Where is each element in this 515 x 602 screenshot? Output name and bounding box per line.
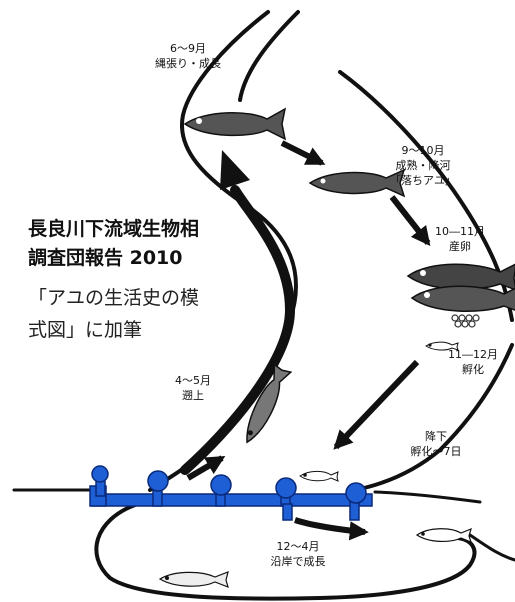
sea-loop bbox=[94, 503, 477, 601]
stage-period: 4〜5月 bbox=[175, 374, 211, 387]
arrow-upstream-small bbox=[186, 455, 226, 481]
stage-label-spawning: 10―11月 産卵 bbox=[420, 224, 500, 254]
larva-hatch bbox=[425, 341, 459, 351]
stage-desc: 産卵 bbox=[449, 240, 471, 253]
stage-label-coastal: 12〜4月 沿岸で成長 bbox=[253, 539, 343, 569]
stage-label-maturity: 9〜10月 成熟・降河 「落ちアユ」 bbox=[378, 143, 468, 188]
arrow-to-sea bbox=[294, 517, 369, 541]
stage-desc: 縄張り・成長 bbox=[155, 57, 221, 70]
coastline-far-right bbox=[468, 533, 515, 562]
stage-period: 降下 bbox=[425, 430, 447, 443]
stage-label-territory: 6〜9月 縄張り・成長 bbox=[133, 41, 243, 71]
upstream-arrow-shaft bbox=[180, 185, 296, 475]
stage-label-upstream: 4〜5月 遡上 bbox=[168, 373, 218, 403]
flow-arrows bbox=[186, 140, 431, 541]
stage-label-descent: 降下 孵化〜7日 bbox=[391, 429, 481, 459]
stage-desc: 孵化〜7日 bbox=[410, 445, 462, 458]
juvenile-sea bbox=[415, 527, 472, 544]
stage-desc: 沿岸で成長 bbox=[270, 555, 326, 568]
stage-desc: 遡上 bbox=[182, 389, 204, 402]
right-bank-upper bbox=[238, 10, 300, 102]
arrow-territory-to-maturity bbox=[280, 140, 326, 166]
fish-territory bbox=[183, 107, 287, 141]
arrow-hatch-to-descent bbox=[333, 359, 420, 450]
juvenile-coast bbox=[158, 571, 229, 588]
stage-period: 9〜10月 bbox=[401, 144, 445, 157]
eggs bbox=[451, 314, 480, 328]
stage-period: 10―11月 bbox=[435, 225, 485, 238]
larva-descent bbox=[299, 470, 339, 482]
caption-line-4: 式図」に加筆 bbox=[28, 319, 143, 341]
stage-desc: 孵化 bbox=[462, 363, 484, 376]
weir-gate-domes bbox=[91, 465, 367, 504]
stage-period: 12〜4月 bbox=[276, 540, 320, 553]
fish-upstream bbox=[246, 363, 293, 444]
weir-deck bbox=[91, 493, 373, 507]
caption-line-3: 「アユの生活史の模 bbox=[28, 287, 200, 309]
stage-period: 6〜9月 bbox=[170, 42, 206, 55]
stage-label-hatching: 11―12月 孵化 bbox=[438, 347, 508, 377]
caption-line-2: 調査団報告 2010 bbox=[28, 247, 183, 269]
stage-desc: 成熟・降河 bbox=[395, 159, 451, 172]
coastline-right bbox=[373, 490, 482, 504]
fish-group bbox=[158, 107, 515, 588]
arrow-maturity-to-spawning bbox=[389, 195, 431, 247]
stage-period: 11―12月 bbox=[448, 348, 498, 361]
fish-spawning-2 bbox=[410, 285, 515, 312]
right-bank-lower bbox=[353, 343, 514, 492]
fish-maturity bbox=[308, 168, 406, 198]
caption-line-1: 長良川下流域生物相 bbox=[28, 218, 200, 240]
stage-note: 「落ちアユ」 bbox=[390, 174, 456, 187]
upstream-arrow-head bbox=[220, 150, 250, 190]
weir bbox=[89, 465, 373, 521]
